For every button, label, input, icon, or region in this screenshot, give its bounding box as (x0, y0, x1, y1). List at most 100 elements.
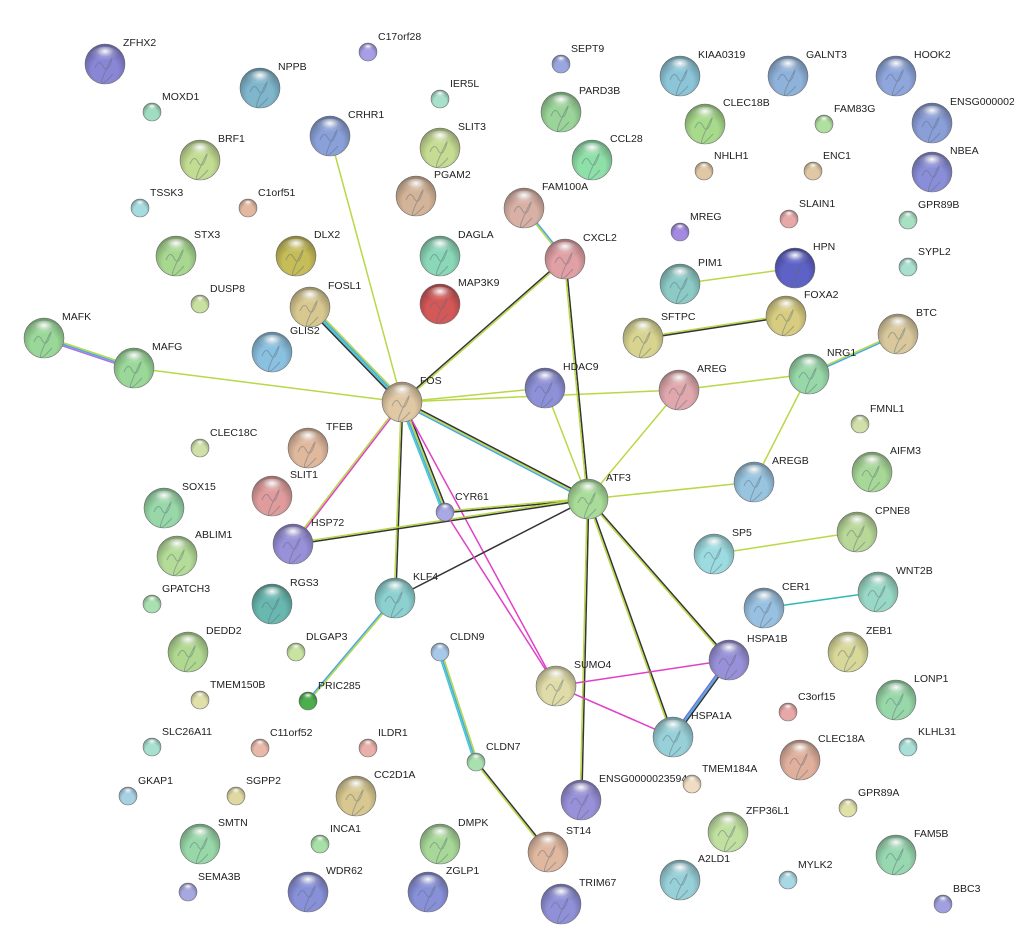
node-hdac9[interactable]: HDAC9 (524, 361, 599, 409)
node-areg[interactable]: AREG (658, 363, 727, 411)
node-foxa2[interactable]: FOXA2 (765, 289, 839, 337)
node-pard3b[interactable]: PARD3B (540, 85, 620, 133)
node-nbea[interactable]: NBEA (911, 145, 979, 193)
node-mafk[interactable]: MAFK (23, 311, 91, 359)
node-smtn[interactable]: SMTN (179, 817, 248, 865)
node-klhl31[interactable]: KLHL31 (898, 726, 956, 757)
node-ablim1[interactable]: ABLIM1 (156, 529, 233, 577)
node-mylk2[interactable]: MYLK2 (778, 859, 833, 890)
node-rgs3[interactable]: RGS3 (251, 577, 319, 625)
node-cldn9[interactable]: CLDN9 (430, 631, 485, 662)
node-ensg000002[interactable]: ENSG000002 (911, 96, 1014, 144)
node-dlgap3[interactable]: DLGAP3 (286, 631, 348, 662)
node-fam5b[interactable]: FAM5B (875, 828, 948, 876)
node-tssk3[interactable]: TSSK3 (130, 187, 183, 218)
node-sp5[interactable]: SP5 (693, 527, 752, 575)
node-nhlh1[interactable]: NHLH1 (694, 150, 749, 181)
node-zfp36l1[interactable]: ZFP36L1 (707, 805, 789, 853)
node-clec18c[interactable]: CLEC18C (190, 427, 258, 458)
node-dagla[interactable]: DAGLA (419, 229, 494, 277)
node-aregb[interactable]: AREGB (733, 455, 809, 503)
node-gpr89a[interactable]: GPR89A (838, 787, 899, 818)
node-sox15[interactable]: SOX15 (143, 481, 216, 529)
node-sumo4[interactable]: SUMO4 (535, 659, 612, 707)
node-hook2[interactable]: HOOK2 (875, 49, 951, 97)
node-cxcl2[interactable]: CXCL2 (544, 232, 617, 280)
node-crhr1[interactable]: CRHR1 (309, 109, 384, 157)
node-ccl28[interactable]: CCL28 (571, 133, 643, 181)
node-atf3[interactable]: ATF3 (567, 472, 631, 520)
node-slc26a11[interactable]: SLC26A11 (142, 726, 212, 757)
node-zeb1[interactable]: ZEB1 (827, 625, 892, 673)
node-dusp8[interactable]: DUSP8 (190, 283, 245, 314)
node-tfeb[interactable]: TFEB (287, 421, 353, 469)
node-lonp1[interactable]: LONP1 (875, 673, 949, 721)
node-moxd1[interactable]: MOXD1 (142, 91, 200, 122)
node-hsp72[interactable]: HSP72 (272, 517, 344, 565)
node-sept9[interactable]: SEPT9 (551, 43, 604, 74)
node-c17orf28[interactable]: C17orf28 (358, 31, 421, 62)
node-pgam2[interactable]: PGAM2 (395, 169, 471, 217)
node-sema3b[interactable]: SEMA3B (178, 871, 241, 902)
node-fam100a[interactable]: FAM100A (503, 181, 588, 229)
node-wdr62[interactable]: WDR62 (287, 865, 363, 913)
node-slit3[interactable]: SLIT3 (419, 121, 486, 169)
node-tmem184a[interactable]: TMEM184A (682, 763, 757, 794)
node-c1orf51[interactable]: C1orf51 (238, 187, 296, 218)
node-fmnl1[interactable]: FMNL1 (850, 403, 905, 434)
node-nrg1[interactable]: NRG1 (788, 347, 856, 395)
node-clec18a[interactable]: CLEC18A (779, 733, 865, 781)
node-kiaa0319[interactable]: KIAA0319 (659, 49, 745, 97)
node-tmem150b[interactable]: TMEM150B (190, 679, 265, 710)
node-galnt3[interactable]: GALNT3 (767, 49, 847, 97)
node-enc1[interactable]: ENC1 (803, 150, 851, 181)
node-mreg[interactable]: MREG (670, 211, 722, 242)
node-a2ld1[interactable]: A2LD1 (659, 853, 730, 901)
node-ier5l[interactable]: IER5L (430, 78, 479, 109)
node-inca1[interactable]: INCA1 (310, 823, 361, 854)
node-cc2d1a[interactable]: CC2D1A (335, 769, 415, 817)
node-wnt2b[interactable]: WNT2B (857, 565, 933, 613)
node-klf4[interactable]: KLF4 (374, 571, 438, 619)
node-btc[interactable]: BTC (877, 307, 937, 355)
node-c3orf15[interactable]: C3orf15 (778, 691, 836, 722)
node-gkap1[interactable]: GKAP1 (118, 775, 173, 806)
node-c11orf52[interactable]: C11orf52 (250, 727, 313, 758)
node-stx3[interactable]: STX3 (155, 229, 220, 277)
node-map3k9[interactable]: MAP3K9 (419, 277, 500, 325)
node-dedd2[interactable]: DEDD2 (167, 625, 242, 673)
node-zfhx2[interactable]: ZFHX2 (84, 37, 156, 85)
node-fos[interactable]: FOS (381, 375, 442, 423)
node-st14[interactable]: ST14 (527, 825, 591, 873)
node-trim67[interactable]: TRIM67 (540, 877, 617, 925)
node-cyr61[interactable]: CYR61 (435, 491, 489, 522)
node-fam83g[interactable]: FAM83G (814, 103, 875, 134)
node-sypl2[interactable]: SYPL2 (898, 246, 951, 277)
node-hspa1a[interactable]: HSPA1A (652, 710, 732, 758)
node-glis2[interactable]: GLIS2 (251, 325, 320, 373)
node-slain1[interactable]: SLAIN1 (779, 198, 835, 229)
node-brf1[interactable]: BRF1 (179, 133, 245, 181)
node-pim1[interactable]: PIM1 (659, 257, 723, 305)
node-mafg[interactable]: MAFG (113, 341, 182, 389)
node-dlx2[interactable]: DLX2 (275, 229, 340, 277)
node-bbc3[interactable]: BBC3 (933, 883, 981, 914)
node-sgpp2[interactable]: SGPP2 (226, 775, 281, 806)
node-hspa1b[interactable]: HSPA1B (708, 633, 788, 681)
node-aifm3[interactable]: AIFM3 (851, 445, 921, 493)
node-ildr1[interactable]: ILDR1 (358, 727, 408, 758)
node-nppb[interactable]: NPPB (239, 61, 307, 109)
node-sftpc[interactable]: SFTPC (622, 311, 696, 359)
node-zglp1[interactable]: ZGLP1 (407, 865, 479, 913)
node-gpr89b[interactable]: GPR89B (898, 199, 959, 230)
node-cpne8[interactable]: CPNE8 (836, 505, 910, 553)
node-gpatch3[interactable]: GPATCH3 (142, 583, 210, 614)
node-dmpk[interactable]: DMPK (419, 817, 488, 865)
node-ensg00000235941[interactable]: ENSG00000235941 (560, 773, 693, 821)
node-pric285[interactable]: PRIC285 (298, 680, 361, 711)
node-fosl1[interactable]: FOSL1 (289, 280, 361, 328)
node-hpn[interactable]: HPN (774, 241, 835, 289)
node-slit1[interactable]: SLIT1 (251, 469, 318, 517)
node-cer1[interactable]: CER1 (743, 581, 810, 629)
node-clec18b[interactable]: CLEC18B (684, 97, 770, 145)
